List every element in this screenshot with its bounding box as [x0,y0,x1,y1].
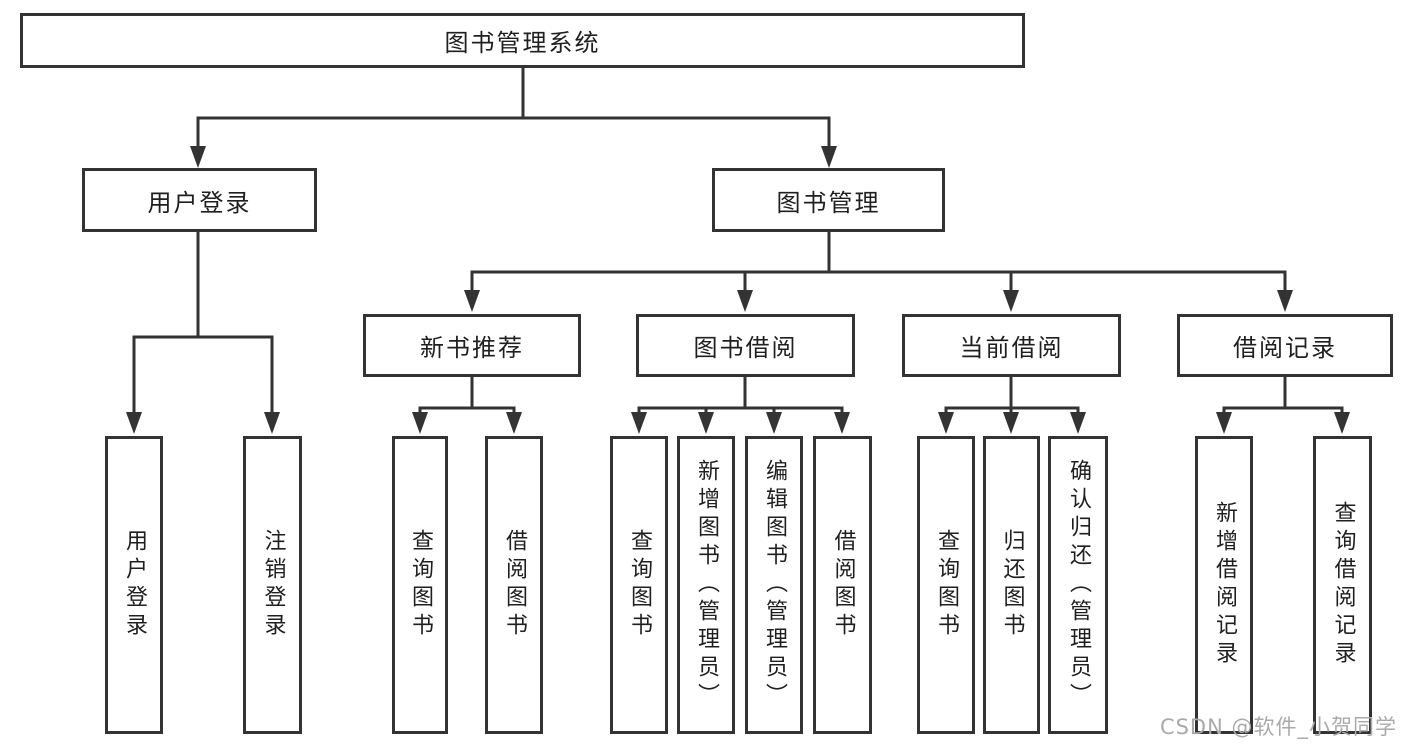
node-book-management: 图书管理 [712,168,945,232]
connector-new-rec-children [418,375,516,418]
connector-records-children [1222,375,1344,418]
node-add-book-admin: 新增图书（管理员） [677,436,735,734]
node-edit-book-admin: 编辑图书（管理员） [745,436,803,734]
node-borrow-books-borrowing: 借阅图书 [813,436,872,734]
arrowheads [126,146,1350,434]
csdn-watermark: CSDN @软件_小贺同学 [1159,715,1397,739]
node-confirm-return-admin: 确认归还（管理员） [1048,436,1108,734]
node-query-borrow-record: 查询借阅记录 [1313,436,1372,734]
node-query-books-rec: 查询图书 [392,436,448,734]
node-borrowing-records: 借阅记录 [1177,314,1393,377]
connector-book-mgmt-children [470,230,1287,294]
node-new-book-recommendation: 新书推荐 [363,314,581,377]
node-library-management-system: 图书管理系统 [20,13,1025,68]
node-book-borrowing: 图书借阅 [636,314,855,377]
node-user-login: 用户登录 [82,168,317,232]
node-return-books: 归还图书 [983,436,1040,734]
node-add-borrow-record: 新增借阅记录 [1195,436,1253,734]
node-logout-leaf: 注销登录 [243,436,302,734]
connector-borrowing-children [637,375,844,418]
node-current-borrowing: 当前借阅 [902,314,1121,377]
node-user-login-leaf: 用户登录 [105,436,163,734]
connector-root-to-level2 [196,66,831,150]
node-borrow-books-rec: 借阅图书 [485,436,543,734]
connector-user-login-children [132,230,274,416]
connector-current-children [944,375,1080,418]
node-query-books-borrowing: 查询图书 [610,436,668,734]
node-query-books-current: 查询图书 [917,436,975,734]
